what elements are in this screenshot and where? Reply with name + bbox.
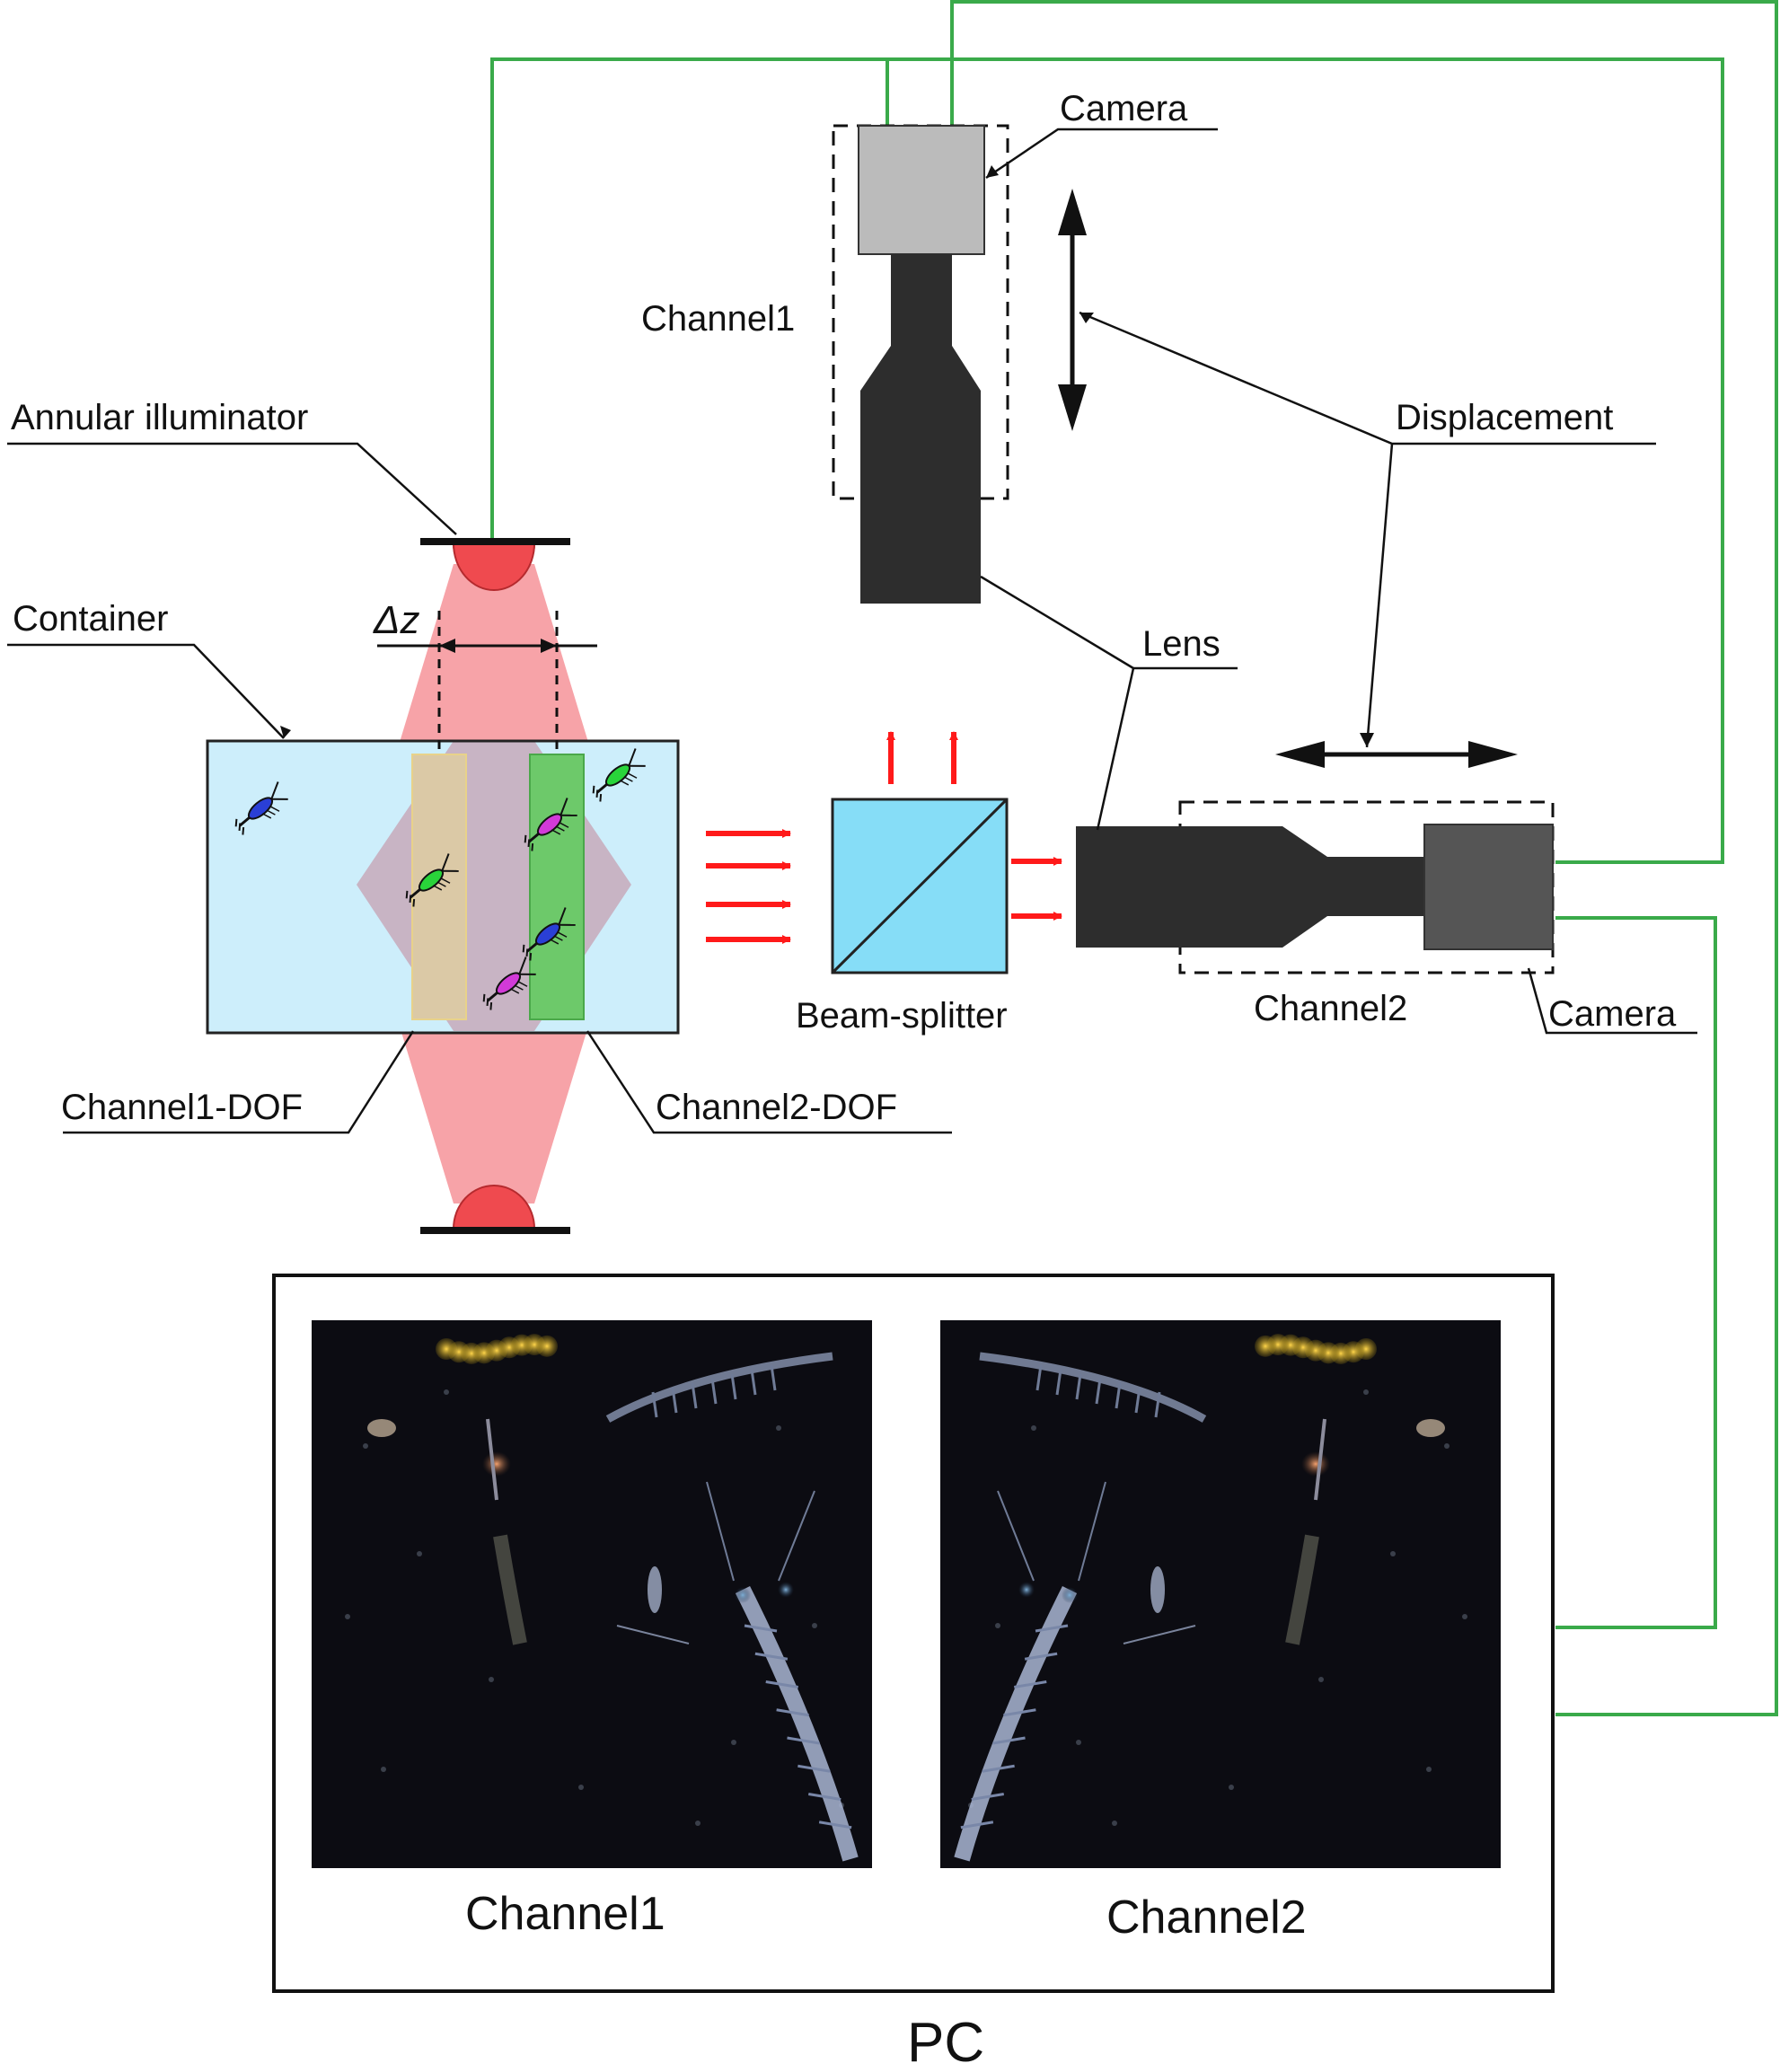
label-channel2-dof: Channel2-DOF bbox=[656, 1088, 897, 1127]
leader-lines bbox=[7, 128, 1697, 1134]
zooplankton-glyph bbox=[482, 957, 536, 1010]
label-channel1: Channel1 bbox=[641, 299, 795, 339]
caption-channel1: Channel1 bbox=[465, 1888, 665, 1940]
label-channel1-dof: Channel1-DOF bbox=[61, 1088, 303, 1127]
delta-z-dimension bbox=[377, 611, 597, 754]
label-delta-z: Δz bbox=[373, 598, 420, 642]
label-annular-illuminator: Annular illuminator bbox=[11, 398, 308, 437]
channel1-lens bbox=[860, 254, 981, 604]
cable-lines bbox=[490, 0, 1778, 1716]
channel2-camera bbox=[1423, 824, 1554, 950]
leader-arrowheads bbox=[280, 165, 1374, 747]
beam-splitter-cube bbox=[831, 798, 1009, 974]
caption-channel2: Channel2 bbox=[1106, 1891, 1307, 1944]
channel2-dof-zone bbox=[529, 754, 585, 1020]
displacement-arrow-horizontal bbox=[1275, 741, 1518, 768]
light-path-arrows bbox=[706, 731, 1062, 944]
channel2-lens bbox=[1076, 826, 1426, 948]
label-container: Container bbox=[13, 599, 168, 639]
channel2-assembly bbox=[1076, 800, 1555, 974]
displacement-arrow-vertical bbox=[1058, 189, 1087, 431]
channel2-image bbox=[940, 1320, 1501, 1868]
zooplankton-glyph bbox=[405, 853, 459, 907]
zooplankton-glyph bbox=[592, 748, 646, 802]
label-channel2: Channel2 bbox=[1254, 989, 1407, 1028]
annular-illuminator-bottom bbox=[420, 1185, 570, 1234]
label-beam-splitter: Beam-splitter bbox=[796, 996, 1008, 1036]
plankton-glyphs bbox=[234, 748, 646, 1010]
label-lens: Lens bbox=[1142, 624, 1220, 664]
zooplankton-glyph bbox=[234, 781, 288, 835]
channel1-image bbox=[312, 1320, 872, 1868]
label-camera-top: Camera bbox=[1060, 89, 1188, 128]
channel1-assembly bbox=[832, 124, 1009, 604]
annular-illuminator-top bbox=[420, 538, 570, 591]
zooplankton-glyph bbox=[524, 798, 577, 851]
channel1-camera bbox=[858, 125, 985, 255]
label-camera-right: Camera bbox=[1548, 994, 1677, 1034]
label-pc: PC bbox=[907, 2012, 984, 2072]
label-displacement: Displacement bbox=[1396, 398, 1613, 437]
zooplankton-glyph bbox=[522, 907, 576, 961]
